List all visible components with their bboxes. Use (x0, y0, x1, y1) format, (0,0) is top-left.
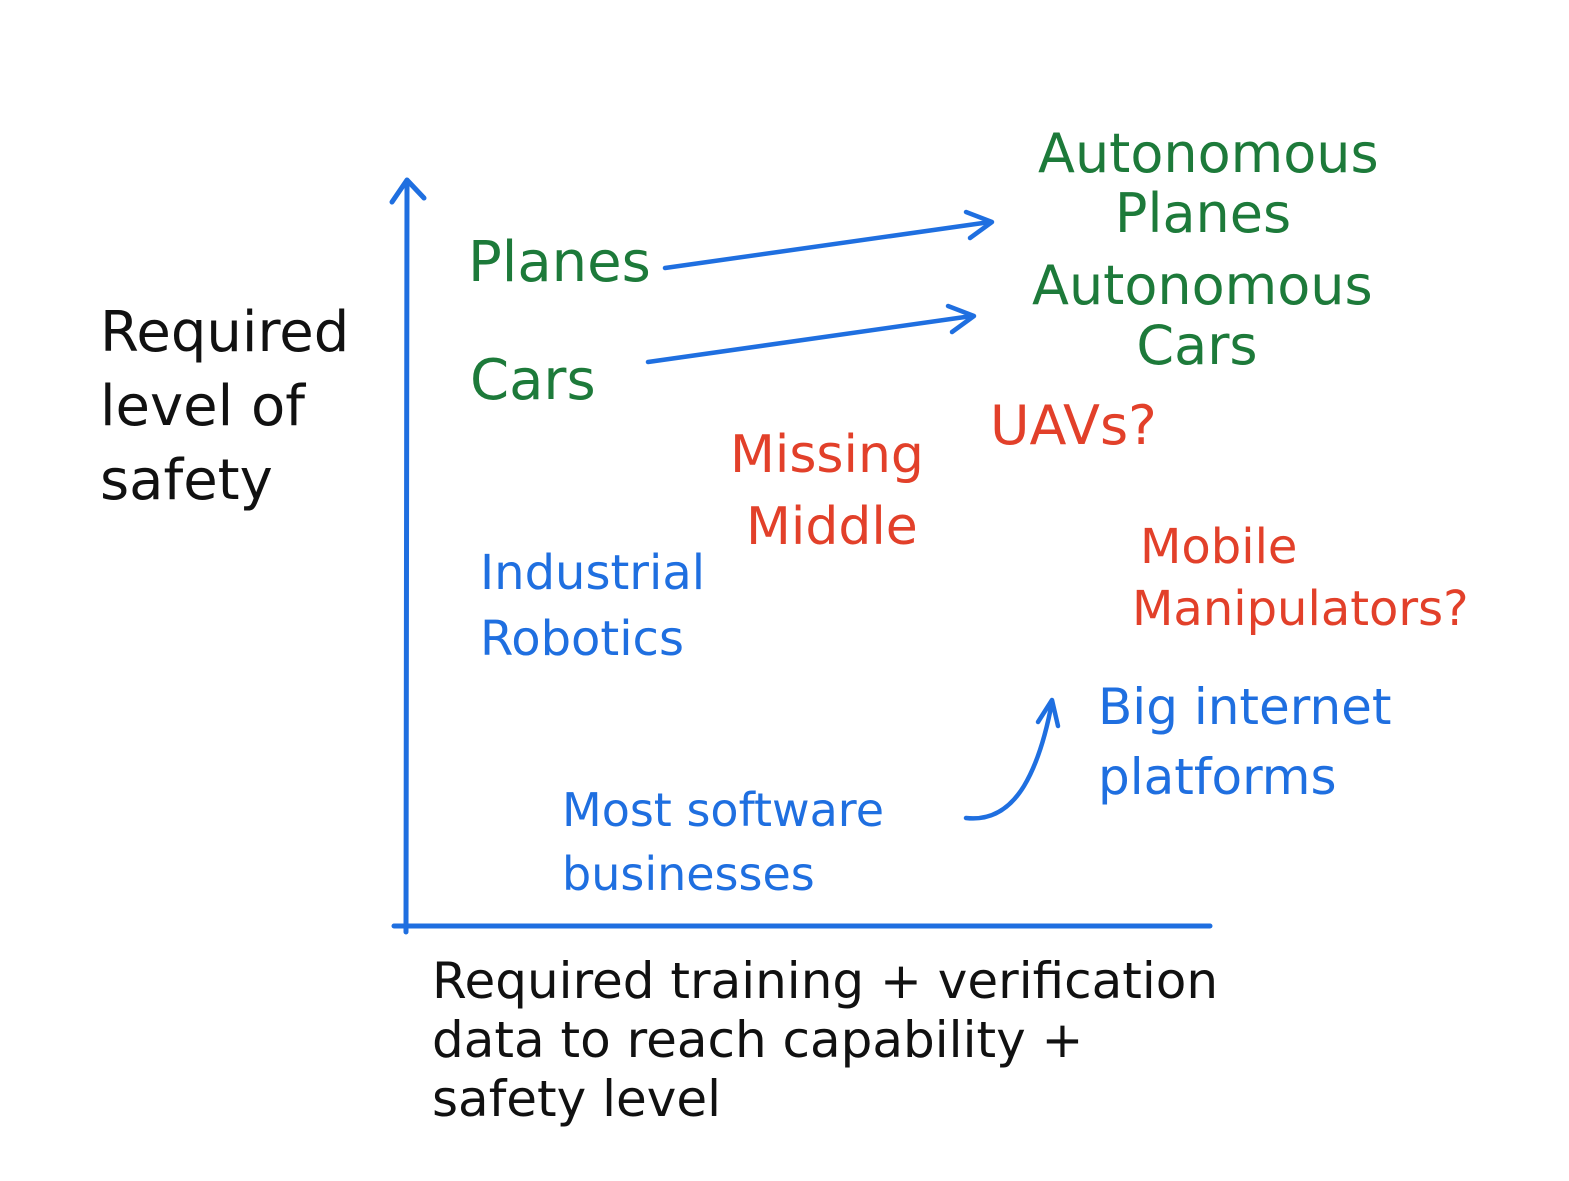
arrow-cars-to-autonomous-cars (645, 313, 975, 365)
label-industrial-robotics-line-1: Industrial (480, 545, 706, 601)
arrowhead-cars (945, 303, 977, 335)
label-planes: Planes (468, 230, 651, 295)
x-axis-label-line-2: data to reach capability + (432, 1011, 1084, 1069)
label-mobile-manipulators-line-2: Manipulators? (1132, 581, 1469, 638)
arrowhead-software (1035, 697, 1061, 729)
x-axis-label: Required training + verification data to… (432, 952, 1218, 1129)
label-missing-middle-line-1: Missing (730, 425, 924, 485)
label-missing-middle-line-2: Middle (746, 496, 918, 557)
label-autonomous-cars-line-2: Cars (1136, 314, 1258, 378)
label-big-internet-platforms: Big internet platforms (1098, 672, 1392, 812)
label-uavs: UAVs? (990, 394, 1157, 457)
label-mobile-manipulators: Mobile Manipulators? (1132, 516, 1469, 641)
label-missing-middle: Missing Middle (730, 420, 924, 564)
arrow-planes-to-autonomous-planes (662, 219, 993, 271)
label-autonomous-planes-line-2: Planes (1114, 182, 1292, 246)
x-axis-label-line-1: Required training + verification (432, 952, 1219, 1010)
y-axis-label: Required level of safety (100, 296, 349, 518)
label-mobile-manipulators-line-1: Mobile (1140, 519, 1298, 575)
label-autonomous-planes-line-1: Autonomous (1038, 122, 1379, 185)
label-autonomous-planes: Autonomous Planes (1038, 122, 1379, 246)
arrowhead-planes (963, 209, 995, 241)
label-cars: Cars (470, 348, 596, 413)
y-axis-arrowhead (389, 177, 427, 205)
label-industrial-robotics-line-2: Robotics (480, 611, 684, 668)
label-big-internet-line-1: Big internet (1098, 678, 1392, 736)
label-industrial-robotics: Industrial Robotics (480, 540, 705, 672)
label-most-software-businesses: Most software businesses (562, 778, 884, 907)
label-most-software-line-2: businesses (562, 847, 815, 902)
y-axis-label-line-2: level of (100, 373, 305, 439)
y-axis (403, 179, 410, 935)
x-axis-label-line-3: safety level (432, 1070, 722, 1128)
label-autonomous-cars-line-1: Autonomous (1032, 254, 1373, 317)
arrow-software-to-big-internet (963, 699, 1055, 821)
y-axis-label-line-1: Required (100, 300, 350, 365)
label-autonomous-cars: Autonomous Cars (1032, 254, 1373, 378)
label-big-internet-line-2: platforms (1098, 748, 1337, 806)
label-most-software-line-1: Most software (562, 783, 884, 837)
y-axis-label-line-3: safety (100, 447, 273, 513)
